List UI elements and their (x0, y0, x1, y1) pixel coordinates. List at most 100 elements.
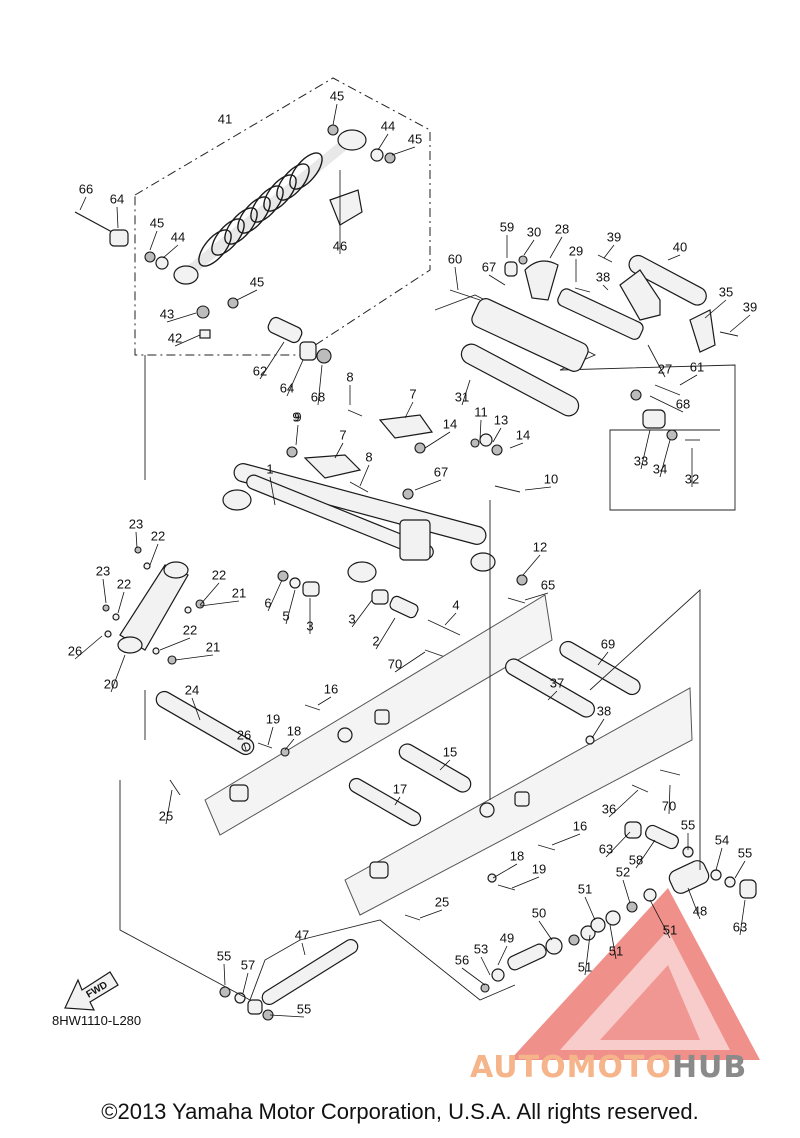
callout-4: 4 (452, 597, 459, 612)
leader-line (524, 486, 552, 491)
callout-31: 31 (455, 389, 469, 404)
leader-line (549, 236, 563, 259)
leader-line (165, 789, 173, 825)
callout-40: 40 (673, 239, 687, 254)
leader-line (649, 395, 684, 413)
leader-line (492, 863, 518, 879)
callout-38: 38 (597, 703, 611, 718)
leader-line (523, 239, 535, 256)
callout-14: 14 (516, 427, 530, 442)
watermark-logo (510, 888, 760, 1060)
callout-12: 12 (533, 539, 547, 554)
diagram-code: 8HW1110-L280 (52, 1013, 142, 1028)
leader-line (439, 759, 451, 771)
leader-line (116, 206, 119, 229)
leader-line (301, 942, 306, 956)
leader-line (377, 133, 389, 151)
callout-25: 25 (435, 894, 449, 909)
leader-line (659, 439, 671, 478)
callout-15: 15 (443, 744, 457, 759)
leader-line (351, 599, 373, 628)
leader-line (538, 920, 553, 941)
callout-24: 24 (185, 682, 199, 697)
leader-line (404, 401, 414, 419)
leader-line (359, 464, 370, 487)
callout-16: 16 (573, 818, 587, 833)
callout-10: 10 (544, 471, 558, 486)
leader-line (295, 424, 299, 446)
callout-36: 36 (602, 801, 616, 816)
leader-line (551, 833, 581, 846)
leader-line (511, 876, 540, 889)
callout-22: 22 (183, 622, 197, 637)
leader-line (269, 476, 276, 506)
callout-45: 45 (250, 274, 264, 289)
leader-line (149, 543, 159, 566)
callout-46: 46 (333, 238, 347, 253)
leader-line (317, 696, 332, 706)
callout-55: 55 (217, 948, 231, 963)
copyright-notice: ©2013 Yamaha Motor Corporation, U.S.A. A… (101, 1099, 699, 1124)
callout-56: 56 (455, 952, 469, 967)
callout-39: 39 (607, 229, 621, 244)
leader-line (640, 429, 651, 470)
leader-line (334, 442, 344, 459)
leader-line (734, 860, 746, 879)
callout-21: 21 (206, 639, 220, 654)
callout-11: 11 (474, 404, 488, 419)
callout-66: 66 (79, 181, 93, 196)
callout-3: 3 (306, 618, 313, 633)
leader-line (522, 554, 541, 576)
callout-52: 52 (616, 864, 630, 879)
leader-line (647, 344, 666, 378)
callout-45: 45 (408, 131, 422, 146)
callout-18: 18 (287, 723, 301, 738)
leader-line (492, 427, 502, 443)
leader-line (259, 341, 285, 380)
callout-26: 26 (68, 643, 82, 658)
callout-68: 68 (676, 396, 690, 411)
fwd-arrow-icon: FWD (64, 971, 119, 1011)
callout-32: 32 (685, 471, 699, 486)
leader-line (597, 651, 609, 666)
callout-50: 50 (532, 905, 546, 920)
leader-line (236, 289, 258, 301)
callout-51: 51 (578, 959, 592, 974)
mid-frame-outline (589, 588, 701, 870)
leader-line (162, 244, 179, 259)
callout-62: 62 (253, 363, 267, 378)
callout-21: 21 (232, 585, 246, 600)
callout-70: 70 (662, 798, 676, 813)
leader-line (74, 635, 103, 660)
callout-37: 37 (550, 675, 564, 690)
lower-frame-outline (119, 780, 516, 1001)
callout-65: 65 (541, 577, 555, 592)
callout-27: 27 (658, 361, 672, 376)
leader-line (199, 582, 220, 606)
leader-line (584, 896, 596, 921)
callout-64: 64 (110, 191, 124, 206)
slide-rails (204, 594, 693, 916)
leader-line (394, 796, 401, 806)
leader-line (479, 419, 482, 441)
callout-63: 63 (599, 841, 613, 856)
leader-line (317, 364, 323, 406)
leader-line (269, 1014, 305, 1018)
callout-23: 23 (96, 563, 110, 578)
leader-line (391, 146, 416, 156)
leader-line (102, 578, 107, 604)
callout-25: 25 (159, 808, 173, 823)
leader-line (110, 654, 126, 693)
callout-64: 64 (280, 380, 294, 395)
callout-42: 42 (168, 330, 182, 345)
leader-line (444, 612, 457, 626)
callout-33: 33 (634, 453, 648, 468)
leader-line (461, 967, 486, 986)
callout-67: 67 (482, 259, 496, 274)
leader-line (267, 726, 274, 746)
leader-line (424, 431, 451, 449)
leader-line (199, 600, 240, 607)
leader-line (174, 334, 201, 347)
leader-line (191, 697, 201, 721)
leader-line (603, 244, 615, 259)
